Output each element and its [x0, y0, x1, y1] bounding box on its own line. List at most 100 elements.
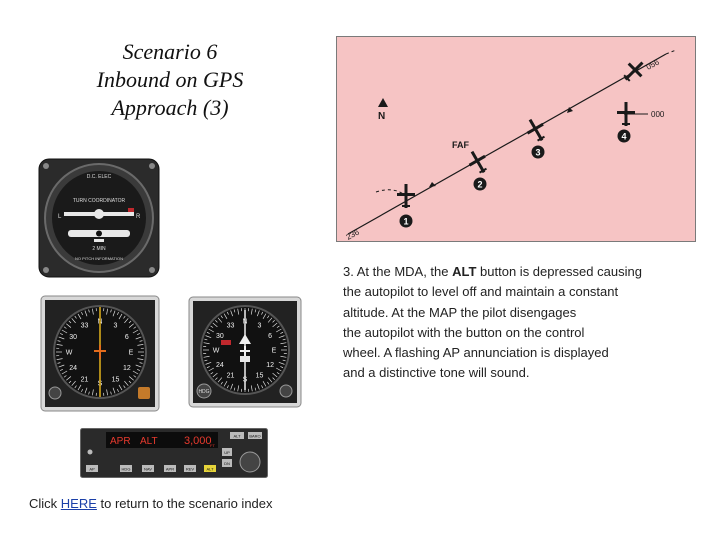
- compass-tick: [280, 342, 287, 345]
- compass-tick: [128, 323, 134, 328]
- compass-tick: [204, 338, 208, 341]
- compass-label: 33: [227, 322, 235, 329]
- aircraft-icon: [468, 150, 487, 174]
- compass-label: 24: [69, 365, 77, 372]
- compass-tick: [123, 385, 126, 389]
- compass-tick: [267, 381, 270, 385]
- compass-tick: [254, 387, 257, 391]
- title-line: Scenario 6: [122, 39, 218, 64]
- compass-tick: [84, 310, 88, 317]
- compass-tick: [112, 310, 116, 317]
- compass-tick: [57, 362, 61, 364]
- compass-tick: [272, 320, 275, 323]
- compass-tick: [74, 315, 77, 319]
- compass-tick: [137, 358, 144, 360]
- compass-tick: [215, 377, 218, 380]
- compass-tick: [68, 380, 72, 384]
- compass-tick: [261, 385, 264, 389]
- compass-tick: [226, 385, 229, 389]
- compass-tick: [282, 338, 286, 341]
- compass-tick: [223, 313, 228, 319]
- position-number: 4: [621, 132, 626, 142]
- compass-tick: [276, 328, 282, 333]
- up-button[interactable]: UP: [222, 448, 232, 456]
- description-line: the autopilot to level off and maintain …: [343, 284, 619, 300]
- compass-tick: [81, 389, 83, 393]
- compass-tick: [250, 308, 253, 315]
- aircraft-icon: [397, 184, 415, 208]
- compass-label: 12: [123, 365, 131, 372]
- turn-coordinator-bottom-label: NO PITCH INFORMATION: [75, 256, 123, 261]
- apr-button[interactable]: APR: [164, 465, 176, 472]
- position-marker-2: 2: [473, 177, 487, 191]
- compass-tick: [237, 385, 240, 392]
- course-knob[interactable]: [279, 384, 293, 398]
- turn-path: [375, 189, 407, 197]
- compass-tick: [256, 383, 260, 390]
- hdg-knob[interactable]: [196, 383, 212, 399]
- aircraft-icon: [526, 118, 545, 142]
- compass-tick: [233, 309, 236, 313]
- turn-coordinator: D.C. ELEC TURN COORDINATOR L R 2 MIN NO …: [38, 158, 160, 278]
- compass-label: 3: [258, 322, 262, 329]
- description-line: altitude. At the MAP the pilot disengage…: [343, 304, 577, 320]
- return-instruction: Click HERE to return to the scenario ind…: [29, 496, 273, 511]
- dn-button[interactable]: DN: [222, 459, 232, 467]
- button-label: APR: [166, 467, 174, 472]
- to-from-indicator: [239, 334, 251, 344]
- compass-tick: [118, 313, 123, 320]
- adf-heading-knob[interactable]: [138, 387, 150, 399]
- position-number: 1: [403, 217, 408, 227]
- compass-tick: [267, 377, 273, 383]
- compass-tick: [137, 344, 144, 346]
- compass-tick: [128, 320, 132, 324]
- compass-tick: [117, 311, 119, 315]
- adf-knob[interactable]: [48, 386, 62, 400]
- altitude-knob[interactable]: [239, 451, 261, 473]
- compass-label: E: [129, 350, 134, 357]
- compass-tick: [267, 315, 270, 319]
- button-label: HDG: [122, 467, 131, 472]
- compass-tick: [204, 359, 208, 362]
- compass-tick: [226, 311, 229, 315]
- compass-tick: [66, 376, 72, 381]
- compass-tick: [212, 322, 218, 328]
- compass-tick: [276, 372, 280, 375]
- nav-flag: [221, 340, 231, 345]
- compass-tick: [58, 336, 65, 340]
- compass-tick: [203, 342, 210, 345]
- north-label: N: [378, 111, 385, 122]
- turn-coordinator-top-label: D.C. ELEC: [87, 174, 112, 180]
- compass-tick: [68, 320, 72, 324]
- compass-tick: [132, 329, 139, 334]
- compass-tick: [56, 358, 63, 360]
- nav-button[interactable]: NAV: [142, 465, 154, 472]
- compass-tick: [256, 310, 260, 317]
- hdg-button[interactable]: HDG: [120, 465, 132, 472]
- compass-tick: [106, 389, 108, 396]
- alt-hold-button[interactable]: ALT: [204, 465, 216, 472]
- compass-tick: [61, 329, 68, 334]
- compass-tick: [215, 320, 218, 323]
- aircraft-symbol-icon: [240, 346, 250, 356]
- compass-label: W: [66, 350, 73, 357]
- ap-button[interactable]: AP: [86, 465, 98, 472]
- compass-label: 12: [266, 362, 274, 369]
- button-label: DN: [224, 461, 230, 466]
- direction-arrow: [567, 107, 573, 113]
- compass-tick: [118, 384, 123, 391]
- hdg-label: HDG: [198, 389, 209, 395]
- compass-tick: [112, 387, 116, 394]
- return-link[interactable]: HERE: [60, 496, 97, 511]
- baro-button[interactable]: BARO: [248, 432, 262, 439]
- compass-tick: [278, 335, 285, 339]
- compass-tick: [272, 377, 275, 380]
- compass-label: 3: [114, 323, 118, 330]
- compass-label: 33: [81, 323, 89, 330]
- compass-label: 24: [216, 362, 224, 369]
- title-line: Approach (3): [111, 95, 229, 120]
- rev-button[interactable]: REV: [184, 465, 196, 472]
- button-label: NAV: [144, 467, 152, 472]
- display-unit: FT: [210, 443, 215, 448]
- alt-button[interactable]: ALT: [230, 432, 244, 439]
